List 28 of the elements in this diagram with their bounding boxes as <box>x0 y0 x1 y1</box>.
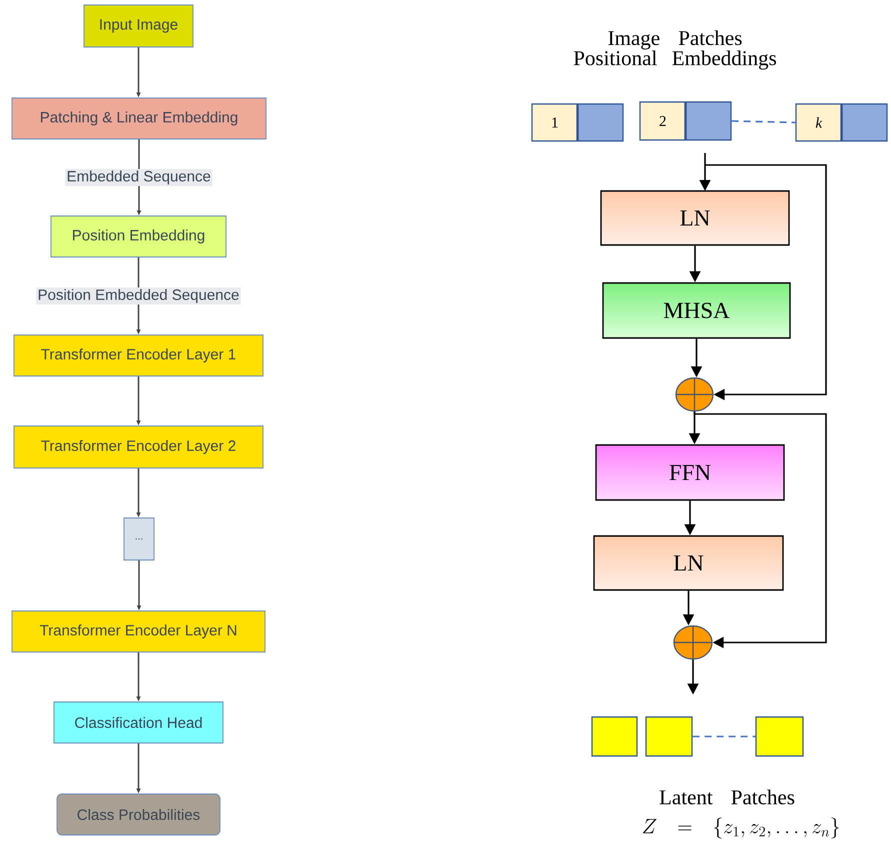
process-box: Input Image <box>84 4 194 48</box>
process-box: Position Embedding <box>50 216 226 258</box>
process-box: Transformer Encoder Layer N <box>12 610 266 652</box>
arrow <box>694 411 827 648</box>
arrow <box>705 164 827 400</box>
edge-label: Position Embedded Sequence <box>38 289 239 303</box>
process-box: Transformer Encoder Layer 2 <box>14 426 264 468</box>
process-box: ... <box>124 518 154 560</box>
patch-token: 2 <box>639 101 732 141</box>
patch-token: 1 <box>531 103 624 142</box>
process-box: Patching & Linear Embedding <box>12 98 266 140</box>
caption-text: Latent Patches <box>660 790 794 804</box>
layer-box: FFN <box>595 444 785 501</box>
sum-circle <box>673 625 713 660</box>
formula-text: $Z = \{z_1, z_2, \dots, z_n\}$ <box>642 818 839 838</box>
latent-patch <box>645 716 693 757</box>
layer-box: LN <box>593 535 784 591</box>
edge-label: Embedded Sequence <box>68 170 210 184</box>
patch-token: k <box>795 103 888 142</box>
process-box: Transformer Encoder Layer 1 <box>14 334 264 376</box>
heading-text: Image Patches Positional Embeddings <box>574 30 776 70</box>
latent-patch <box>755 716 804 757</box>
layer-box: LN <box>600 190 790 246</box>
output-box: Class Probabilities <box>56 794 220 836</box>
layer-box: MHSA <box>602 282 791 339</box>
latent-patch <box>591 716 638 757</box>
sum-circle <box>675 377 714 412</box>
process-box: Classification Head <box>54 702 224 744</box>
